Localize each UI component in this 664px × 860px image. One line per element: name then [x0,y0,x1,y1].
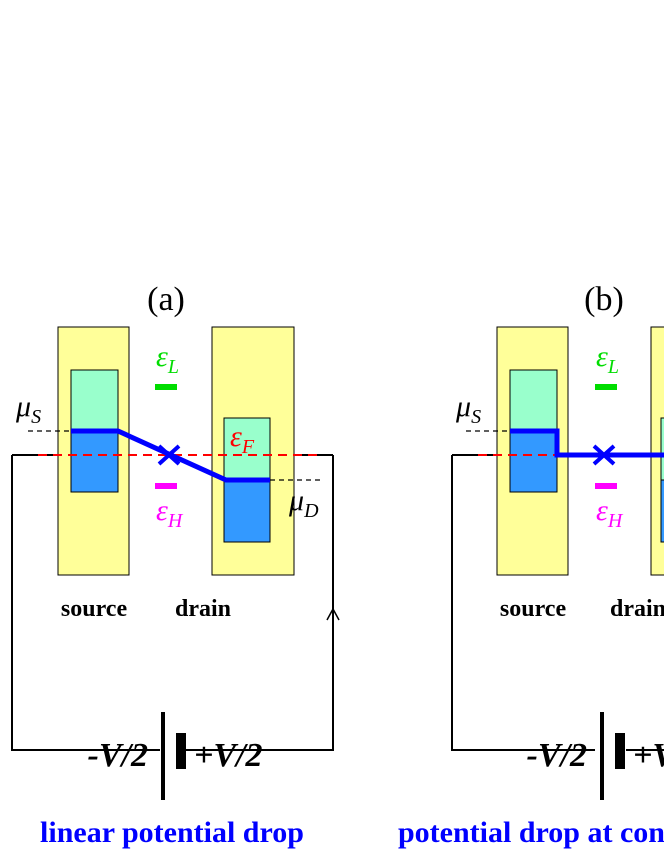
panel-a-source-label: source [61,596,128,622]
panel-b-eps-h: εH [596,494,624,532]
panel-a-source-filled-band [70,430,119,493]
panel-a-current-arrow [326,607,340,621]
panel-b-mu-s: μS [455,390,481,428]
panel-a-eps-l: εL [156,340,179,378]
panel-a-battery-short-plate [176,733,186,769]
panel-a-eps-h: εH [156,494,184,532]
panel-a-wire-left [11,455,160,751]
panel-b-drain-empty-band [660,417,664,481]
panel-a-v-plus: +V/2 [194,737,263,774]
panel-a-drain-empty-band [223,417,271,481]
panel-b-drain-label: drain [610,596,664,622]
panel-b-source-filled-band [509,430,558,493]
panel-b-homo-level [595,483,617,489]
panel-a-mu-d: μD [288,484,319,522]
panel-b: (b) -V/2 εL εH μS source drain +V/2 pote… [398,281,664,849]
panel-a-drain-label: drain [175,596,231,622]
panel-a-caption: linear potential drop [40,816,304,849]
panel-b-drain-filled-band [660,479,664,543]
panel-b-v-minus: -V/2 [527,737,587,774]
panel-a-source-empty-band [70,369,119,432]
panel-a-drain-filled-band [223,479,271,543]
panel-b-battery-short-plate [615,733,625,769]
panel-a-label: (a) [147,281,185,318]
panel-b-wire-left [451,455,595,751]
panel-b-source-label: source [500,596,567,622]
panel-b-eps-l: εL [596,340,619,378]
panel-a-molecule-cross [157,444,181,466]
panel-a: (a) -V/2 +V/2 εL εH εF μS μD s [11,281,340,849]
panel-b-molecule-cross [592,444,616,466]
panel-a-lumo-level [155,384,177,390]
panel-a-v-minus: -V/2 [88,737,148,774]
panel-b-source-empty-band [509,369,558,432]
panel-a-homo-level [155,483,177,489]
panel-a-eps-f: εF [230,420,255,458]
panel-b-v-plus: +V/2 [633,737,664,774]
panel-b-label: (b) [584,281,624,318]
panel-b-caption: potential drop at contact [398,816,664,849]
panel-a-mu-s: μS [15,390,41,428]
panel-b-lumo-level [595,384,617,390]
panel-b-potential-profile [510,428,664,458]
panel-a-wire-right [183,455,334,751]
